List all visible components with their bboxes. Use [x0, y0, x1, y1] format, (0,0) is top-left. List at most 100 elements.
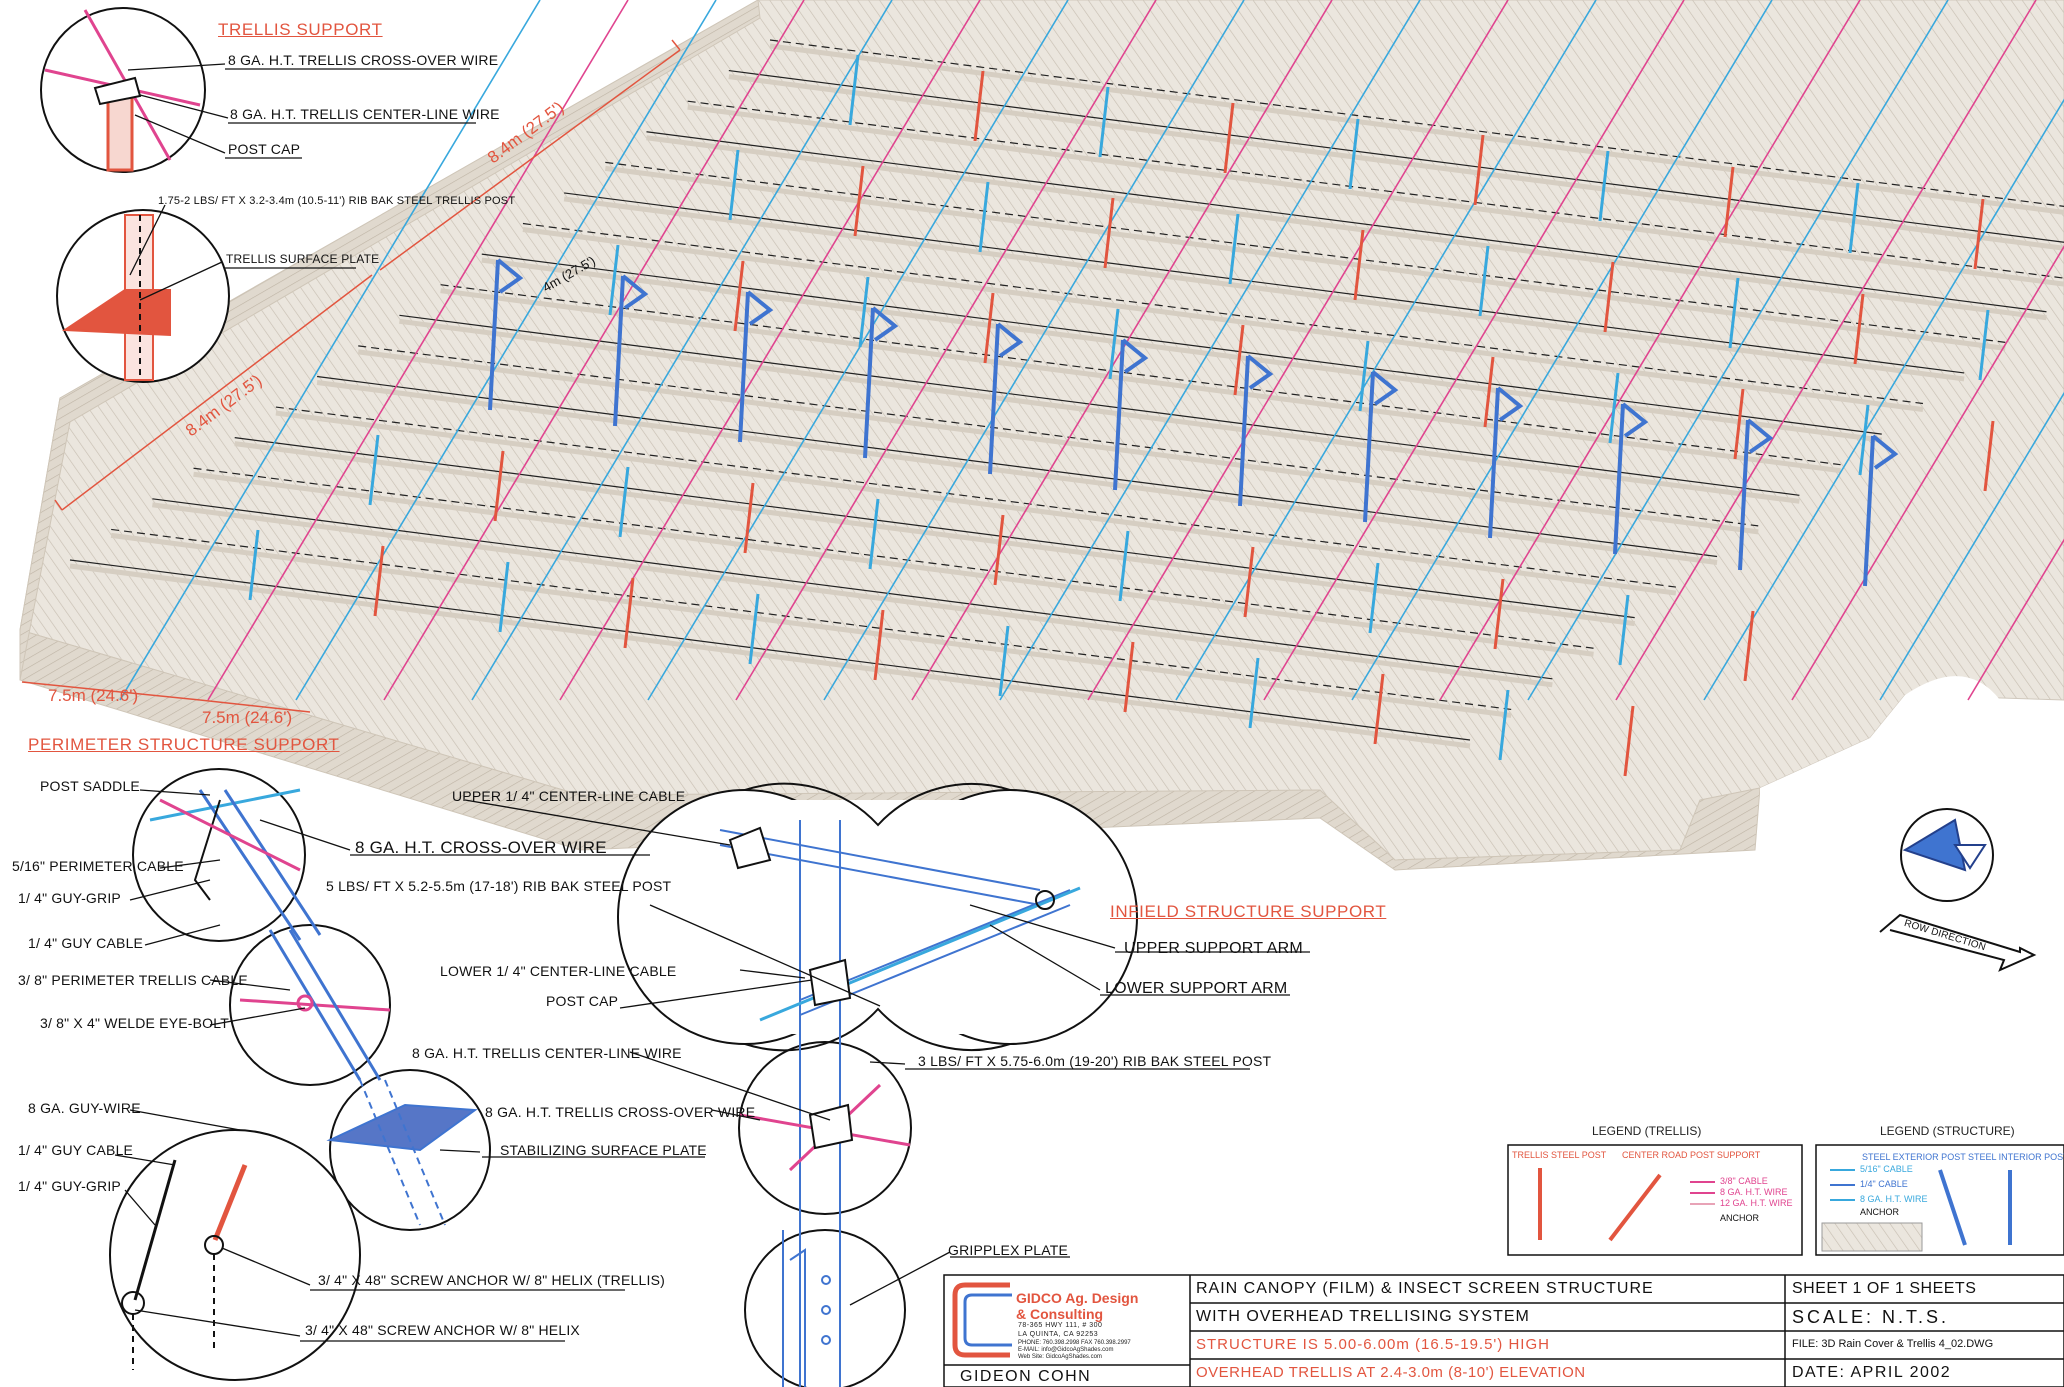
cross-over-wire: [647, 0, 1069, 701]
trellis-post: [743, 482, 755, 554]
cross-over-wire: [1351, 0, 1773, 701]
row-band: [563, 196, 1965, 382]
label-eye-bolt: 3/ 8" X 4" WELDE EYE-BOLT: [40, 1015, 229, 1031]
trellis-support-title: TRELLIS SUPPORT: [218, 20, 383, 39]
title-block-grid: [943, 1274, 2064, 1387]
detail-stabilizing-plate: [326, 1079, 478, 1226]
row-line: [316, 375, 1718, 558]
company-phone: PHONE: 760.398.2998 FAX 760.398.2997: [1018, 1340, 1131, 1346]
row-band: [234, 441, 1636, 627]
label-stabilizing-plate: STABILIZING SURFACE PLATE: [500, 1142, 707, 1158]
designer-name: GIDEON COHN: [960, 1368, 1092, 1385]
trellis-post: [868, 498, 880, 570]
trellis-post: [1478, 245, 1490, 317]
trellis-post: [1228, 213, 1240, 285]
label-guy-cable: 1/ 4" GUY CABLE: [28, 935, 144, 951]
label-upper-support-arm: UPPER SUPPORT ARM: [1124, 940, 1303, 957]
trellis-post: [1603, 261, 1615, 333]
project-title-line-1: RAIN CANOPY (FILM) & INSECT SCREEN STRUC…: [1196, 1280, 1654, 1297]
cross-over-wire: [823, 0, 1245, 701]
label-guy-grip: 1/ 4" GUY-GRIP: [18, 890, 121, 906]
row-line: [399, 314, 1800, 496]
trellis-post: [1598, 150, 1610, 222]
company-website: Web Site: GidcoAgShades.com: [1018, 1354, 1102, 1360]
trellis-post: [853, 165, 865, 237]
cross-over-wire: [295, 0, 717, 701]
trellis-post: [1623, 705, 1635, 777]
company-address-1: 78-365 HWY 111, # 300: [1018, 1322, 1103, 1329]
label-guy-grip-2: 1/ 4" GUY-GRIP: [18, 1178, 121, 1194]
label-perimeter-crossover-wire: 8 GA. H.T. CROSS-OVER WIRE: [355, 838, 607, 857]
trellis-post: [1608, 372, 1620, 444]
label-lower-support-arm: LOWER SUPPORT ARM: [1105, 980, 1288, 997]
trellis-post: [1123, 641, 1135, 713]
row-line: [440, 284, 1841, 466]
label-perimeter-trellis-cable: 3/ 8" PERIMETER TRELLIS CABLE: [18, 972, 248, 988]
legend-swatches: [1538, 1168, 2012, 1252]
label-perimeter-steel-post: 5 LBS/ FT X 5.2-5.5m (17-18') RIB BAK ST…: [326, 878, 672, 894]
legend-structure-item-3: 8 GA. H.T. WIRE: [1860, 1194, 1928, 1204]
trellis-post: [1983, 420, 1995, 492]
cross-over-wire: [1879, 391, 2064, 701]
trellis-post: [1118, 530, 1130, 602]
trellis-post: [1248, 657, 1260, 729]
legend-trellis-title: LEGEND (TRELLIS): [1592, 1124, 1702, 1138]
structure-post: [863, 307, 875, 459]
row-line: [481, 253, 1882, 435]
trellis-post: [1233, 324, 1245, 396]
row-band: [316, 379, 1718, 565]
row-line: [358, 345, 1759, 527]
trellis-post: [1723, 166, 1735, 238]
detail-perimeter-eyebolt: [239, 929, 391, 1081]
detail-trellis-plate: [61, 214, 171, 381]
trellis-post: [1243, 546, 1255, 618]
trellis-post: [993, 514, 1005, 586]
label-upper-centerline-cable: UPPER 1/ 4" CENTER-LINE CABLE: [452, 788, 686, 804]
canopy-rows: [69, 0, 2064, 749]
legend-exterior-post: STEEL EXTERIOR POST: [1862, 1152, 1966, 1162]
label-underlines: [225, 68, 1310, 1342]
company-name-line-1: GIDCO Ag. Design: [1016, 1290, 1139, 1306]
legend-trellis-post: TRELLIS STEEL POST: [1512, 1150, 1607, 1160]
cross-over-wire: [207, 0, 629, 701]
structure-post: [1738, 419, 1750, 571]
row-line: [646, 131, 2047, 313]
label-infield-post-cap: POST CAP: [546, 993, 619, 1009]
project-structure-height: STRUCTURE IS 5.00-6.00m (16.5-19.5') HIG…: [1196, 1336, 1550, 1353]
row-line: [687, 100, 2064, 279]
trellis-post: [1358, 340, 1370, 412]
trellis-post: [1728, 277, 1740, 349]
trellis-post: [1098, 86, 1110, 158]
label-guy-cable-2: 1/ 4" GUY CABLE: [18, 1142, 134, 1158]
row-band: [440, 288, 1841, 474]
row-line: [728, 69, 2064, 243]
sheet-number: SHEET 1 OF 1 SHEETS: [1792, 1280, 1977, 1297]
trellis-post: [1223, 102, 1235, 174]
support-arm: [496, 258, 524, 294]
support-arm: [746, 290, 774, 326]
row-band: [604, 165, 2006, 351]
row-line: [522, 222, 1924, 405]
row-line: [275, 406, 1676, 588]
detail-infield-post: [719, 820, 1081, 1387]
support-arm: [1246, 354, 1274, 390]
row-line: [69, 559, 1471, 741]
cross-over-wire: [383, 0, 805, 701]
label-trellis-centerline-wire: 8 GA. H.T. TRELLIS CENTER-LINE WIRE: [230, 106, 500, 122]
cross-over-wire: [1967, 538, 2064, 701]
row-band: [481, 257, 1883, 443]
row-band: [357, 349, 1759, 535]
perimeter-support-title: PERIMETER STRUCTURE SUPPORT: [28, 735, 340, 754]
support-arm: [1371, 370, 1399, 406]
leader-lines: [114, 63, 1116, 1337]
label-perimeter-cable: 5/16" PERIMETER CABLE: [12, 858, 184, 874]
dimension-lines: [21, 39, 681, 713]
trellis-post: [983, 292, 995, 364]
cross-over-wire: [1263, 0, 1685, 701]
trellis-post: [1743, 610, 1755, 682]
legend-center-road-post: CENTER ROAD POST SUPPORT: [1622, 1150, 1761, 1160]
project-trellis-elevation: OVERHEAD TRELLIS AT 2.4-3.0m (8-10') ELE…: [1196, 1364, 1586, 1381]
drawing-date: DATE: APRIL 2002: [1792, 1364, 1952, 1381]
cross-over-wire: [1615, 0, 2037, 701]
cross-over-wire: [1703, 98, 2064, 701]
